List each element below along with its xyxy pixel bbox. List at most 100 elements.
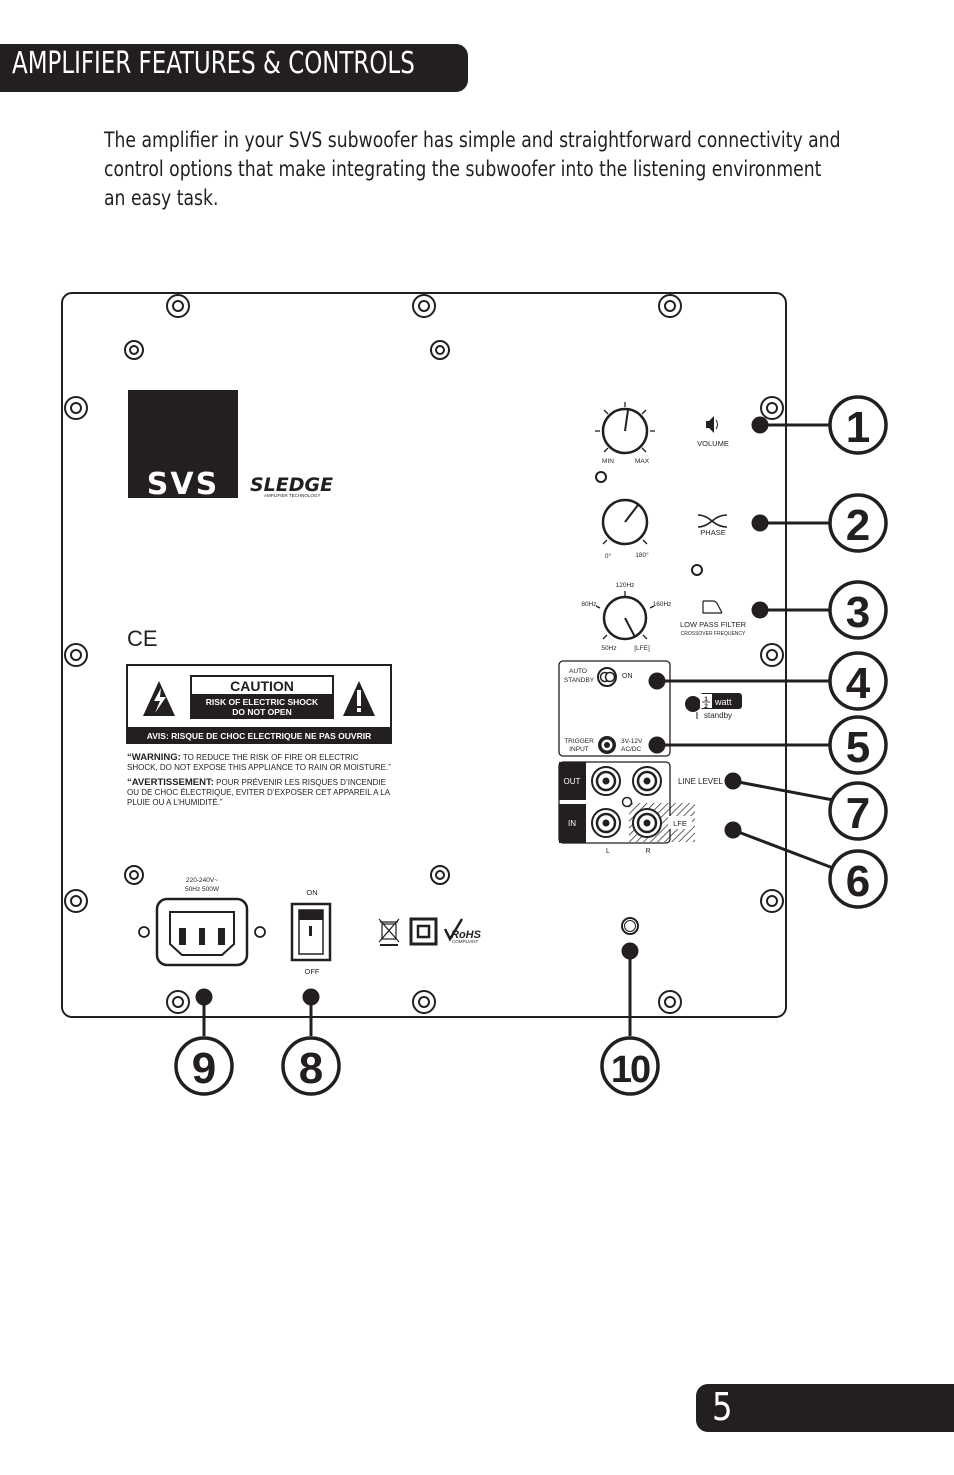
section-title: AMPLIFIER FEATURES & CONTROLS <box>12 46 415 81</box>
screw-icon <box>64 643 88 667</box>
page-number: 5 <box>712 1385 733 1429</box>
right-channel-label: R <box>645 848 650 855</box>
double-insulation-icon <box>409 917 438 946</box>
phase-max-label: 180° <box>635 551 649 559</box>
svg-text:6: 6 <box>846 857 870 906</box>
rca-in-left-jack[interactable] <box>591 808 621 838</box>
trigger-input-jack[interactable] <box>598 736 616 754</box>
svg-text:STANDBY: STANDBY <box>564 677 595 684</box>
screw-icon <box>166 990 190 1014</box>
phase-label: PHASE <box>700 528 725 537</box>
svs-logo-text: SVS <box>147 467 219 502</box>
screw-icon <box>124 340 144 360</box>
weee-bin-icon <box>378 918 400 946</box>
svg-text:“WARNING: TO REDUCE THE RISK O: “WARNING: TO REDUCE THE RISK OF FIRE OR … <box>127 752 359 763</box>
svg-text:COMPLIANT: COMPLIANT <box>452 939 479 944</box>
rca-out-right-jack[interactable] <box>632 766 662 796</box>
iec-power-inlet[interactable] <box>138 897 266 967</box>
out-label-block <box>559 762 586 800</box>
svg-text:9: 9 <box>192 1044 216 1093</box>
line-level-label: LINE LEVEL <box>678 777 723 786</box>
led-indicator-icon <box>595 471 607 483</box>
callout-badge-4: 4 <box>828 651 888 711</box>
screw-icon <box>412 990 436 1014</box>
svg-text:2: 2 <box>704 703 708 710</box>
mounting-screws <box>64 294 784 1014</box>
svg-text:watt: watt <box>714 697 732 707</box>
power-spec-1: 220-240V~ <box>186 877 218 884</box>
callout-badge-8: 8 <box>281 1036 341 1096</box>
svg-text:INPUT: INPUT <box>569 746 589 753</box>
lfe-label: LFE <box>673 819 687 828</box>
section-header-bar <box>0 44 468 92</box>
speaker-icon <box>706 416 718 433</box>
out-label: OUT <box>564 777 581 786</box>
volume-label: VOLUME <box>697 439 729 448</box>
svg-text:standby: standby <box>704 711 732 720</box>
caution-avis: AVIS: RISQUE DE CHOC ELECTRIQUE NE PAS O… <box>147 731 372 741</box>
caution-title: CAUTION <box>230 678 294 694</box>
volume-knob[interactable]: MIN MAX <box>595 402 655 465</box>
low-pass-filter-icon <box>702 600 723 614</box>
screw-icon <box>760 643 784 667</box>
svg-text:3: 3 <box>846 588 870 637</box>
svg-text:7: 7 <box>846 789 870 838</box>
svg-text:TRIGGER: TRIGGER <box>564 738 594 745</box>
standby-trigger-panel <box>558 660 671 757</box>
caution-line-1: RISK OF ELECTRIC SHOCK <box>206 697 319 707</box>
svg-text:4: 4 <box>846 659 871 708</box>
switch-on-label: ON <box>306 888 317 897</box>
svg-text:1: 1 <box>704 696 708 703</box>
phase-knob[interactable]: 0° 180° <box>601 498 649 560</box>
svg-text:[LFE]: [LFE] <box>634 645 650 652</box>
screw-icon <box>64 396 88 420</box>
callout-badge-5: 5 <box>828 715 888 775</box>
svg-text:1: 1 <box>846 403 870 452</box>
lpf-label: LOW PASS FILTER <box>680 620 747 629</box>
volume-max-label: MAX <box>635 458 650 465</box>
power-switch[interactable] <box>290 902 332 962</box>
callout-leaders <box>202 423 834 1036</box>
svg-text:“AVERTISSEMENT: POUR PRÉVENIR: “AVERTISSEMENT: POUR PRÉVENIR LES RISQUE… <box>127 777 386 788</box>
screw-icon <box>430 340 450 360</box>
svg-text:8: 8 <box>299 1044 323 1093</box>
callout-badge-3: 3 <box>828 580 888 640</box>
screw-icon <box>658 294 682 318</box>
caution-label: CAUTION RISK OF ELECTRIC SHOCK DO NOT OP… <box>126 664 392 744</box>
rca-in-right-lfe-jack[interactable] <box>632 808 662 838</box>
rohs-logo: RoHS COMPLIANT <box>443 918 482 944</box>
fuse-holder[interactable] <box>621 917 639 935</box>
svs-logo <box>128 390 238 498</box>
phase-icon <box>697 514 728 528</box>
callout-badge-9: 9 <box>174 1036 234 1096</box>
svg-text:AUTO: AUTO <box>569 668 587 675</box>
switch-off-label: OFF <box>305 967 320 976</box>
auto-standby-on-label: ON <box>622 673 633 680</box>
svg-text:SHOCK, DO NOT EXPOSE THIS APPL: SHOCK, DO NOT EXPOSE THIS APPLIANCE TO R… <box>127 763 391 772</box>
low-pass-filter-knob[interactable]: 50Hz 80Hz 120Hz 160Hz [LFE] <box>581 582 671 652</box>
intro-paragraph: The amplifier in your SVS subwoofer has … <box>104 128 841 210</box>
in-label: IN <box>568 819 576 828</box>
svg-text:160Hz: 160Hz <box>653 601 672 608</box>
rca-out-left-jack[interactable] <box>591 766 621 796</box>
lpf-sublabel: CROSSOVER FREQUENCY <box>681 631 746 637</box>
ce-mark: CE <box>127 626 158 651</box>
screw-icon <box>658 990 682 1014</box>
caution-line-2: DO NOT OPEN <box>232 707 292 717</box>
svg-text:PLUIE OU A L’HUMIDITÉ.”: PLUIE OU A L’HUMIDITÉ.” <box>127 798 223 807</box>
led-indicator-icon <box>621 796 633 808</box>
led-indicator-icon <box>691 564 703 576</box>
svg-text:OU DE CHOC ÉLECTRIQUE, EVITER: OU DE CHOC ÉLECTRIQUE, EVITER D’EXPOSER … <box>127 788 391 797</box>
auto-standby-switch[interactable] <box>597 667 617 687</box>
screw-icon <box>430 865 450 885</box>
svg-text:120Hz: 120Hz <box>616 582 635 589</box>
screw-icon <box>64 889 88 913</box>
callout-badge-1: 1 <box>828 395 888 455</box>
callout-dots <box>195 416 769 1006</box>
callout-badge-6: 6 <box>828 849 888 909</box>
screw-icon <box>760 889 784 913</box>
screw-icon <box>124 865 144 885</box>
callout-badge-10: 10 <box>600 1036 660 1096</box>
callout-badges: 1 2 3 4 5 7 6 9 8 10 <box>174 395 888 1096</box>
